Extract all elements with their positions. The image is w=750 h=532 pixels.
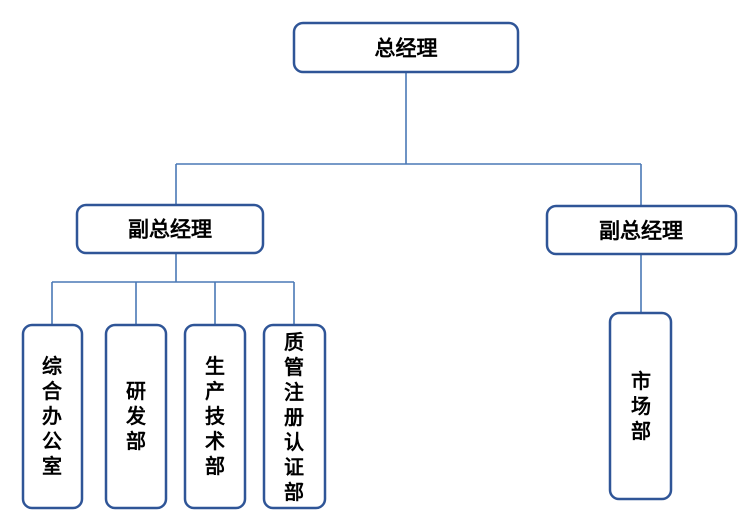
node-deputy-left: 副总经理 <box>75 203 265 255</box>
node-dept-marketing: 市场部 <box>608 311 673 501</box>
node-dept-quality-registration-label: 质管注册认证部 <box>284 330 305 504</box>
node-dept-production-tech: 生产技术部 <box>183 323 247 510</box>
node-general-manager-box <box>292 21 520 74</box>
node-dept-production-tech-label: 生产技术部 <box>205 354 226 478</box>
node-dept-rd: 研发部 <box>104 323 168 510</box>
node-dept-marketing-label: 市场部 <box>631 369 651 443</box>
node-dept-rd-label: 研发部 <box>125 379 147 453</box>
node-dept-marketing-box <box>608 311 673 501</box>
node-deputy-left-box <box>75 203 265 255</box>
node-deputy-right-box <box>545 204 738 256</box>
node-general-manager: 总经理 <box>292 21 520 74</box>
node-deputy-right-label: 副总经理 <box>599 219 683 243</box>
node-dept-general-office-label: 综合办公室 <box>42 354 63 478</box>
node-dept-general-office-box <box>21 323 84 510</box>
node-dept-quality-registration-box <box>262 323 327 510</box>
node-deputy-right: 副总经理 <box>545 204 738 256</box>
node-deputy-left-label: 副总经理 <box>128 218 212 242</box>
node-dept-general-office: 综合办公室 <box>21 323 84 510</box>
node-dept-rd-box <box>104 323 168 510</box>
node-dept-quality-registration: 质管注册认证部 <box>262 323 327 510</box>
node-general-manager-label: 总经理 <box>375 37 438 61</box>
connectors <box>51 72 642 325</box>
node-dept-production-tech-box <box>183 323 247 510</box>
